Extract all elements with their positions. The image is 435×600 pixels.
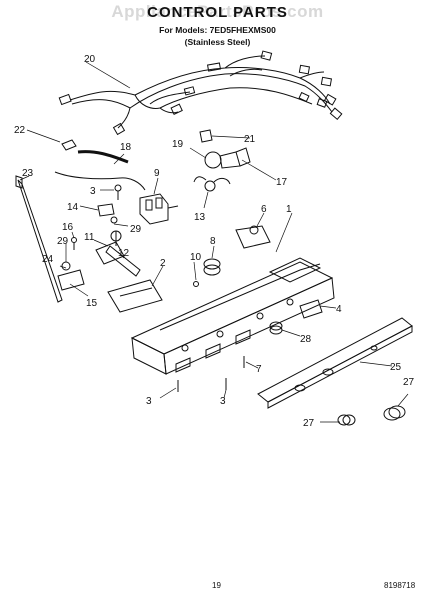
callout-23: 23	[22, 168, 34, 179]
connector-part	[299, 299, 323, 319]
callout-13: 13	[194, 212, 206, 223]
callout-29b: 29	[57, 236, 69, 247]
callout-27a: 27	[303, 418, 315, 429]
callout-11: 11	[84, 232, 95, 243]
clip-part	[61, 139, 77, 151]
capillary-part	[54, 171, 146, 191]
callout-9: 9	[154, 168, 160, 179]
callout-8: 8	[210, 236, 216, 247]
callout-16: 16	[62, 222, 74, 233]
callout-25: 25	[390, 362, 402, 373]
callout-3b: 3	[146, 396, 152, 407]
callout-14: 14	[67, 202, 79, 213]
callout-4: 4	[336, 304, 342, 315]
callout-20: 20	[84, 54, 96, 65]
screw-part-top	[114, 184, 122, 200]
finish-line: (Stainless Steel)	[184, 37, 251, 47]
light-bulb-part	[204, 147, 251, 169]
watermark: AppliancePartsPros.com	[111, 2, 324, 21]
tube-part	[77, 150, 129, 164]
control-knob-part	[337, 405, 406, 426]
callout-19: 19	[172, 139, 184, 150]
callout-1: 1	[286, 204, 292, 215]
callout-7: 7	[256, 364, 262, 375]
page-title: CONTROL PARTS	[147, 4, 288, 21]
callout-15: 15	[86, 298, 98, 309]
callout-6: 6	[261, 204, 267, 215]
callout-21: 21	[244, 134, 256, 145]
callout-2: 2	[160, 258, 166, 269]
callout-3a: 3	[90, 186, 96, 197]
callout-28: 28	[300, 334, 312, 345]
control-housing-part	[130, 257, 335, 375]
callout-10: 10	[190, 252, 202, 263]
thermostat-part	[139, 193, 179, 225]
callout-22: 22	[14, 125, 26, 136]
callout-17: 17	[276, 177, 288, 188]
callout-12: 12	[118, 248, 130, 259]
rod-part	[17, 179, 63, 303]
bracket-part	[97, 203, 115, 217]
callout-labels: 20 22 18 23 3 9 14 29 16 29 11 24 12 15 …	[14, 54, 415, 429]
callout-29a: 29	[130, 224, 142, 235]
callout-24: 24	[42, 254, 54, 265]
support-bracket-part	[107, 279, 163, 313]
mount-bracket-part	[57, 269, 85, 291]
callout-3c: 3	[220, 396, 226, 407]
knob-part	[203, 258, 221, 276]
callout-18: 18	[120, 142, 132, 153]
damper-control-part	[95, 230, 141, 277]
socket-part	[193, 176, 231, 192]
wire-harness-part	[58, 50, 343, 136]
models-line: For Models: 7ED5FHEXMS00	[159, 25, 276, 35]
switch-part	[235, 225, 271, 249]
document-number: 8198718	[384, 581, 416, 590]
page-number: 19	[212, 581, 221, 590]
callout-27b: 27	[403, 377, 415, 388]
trim-plate-part	[257, 317, 413, 409]
socket-clip-part	[199, 129, 213, 143]
